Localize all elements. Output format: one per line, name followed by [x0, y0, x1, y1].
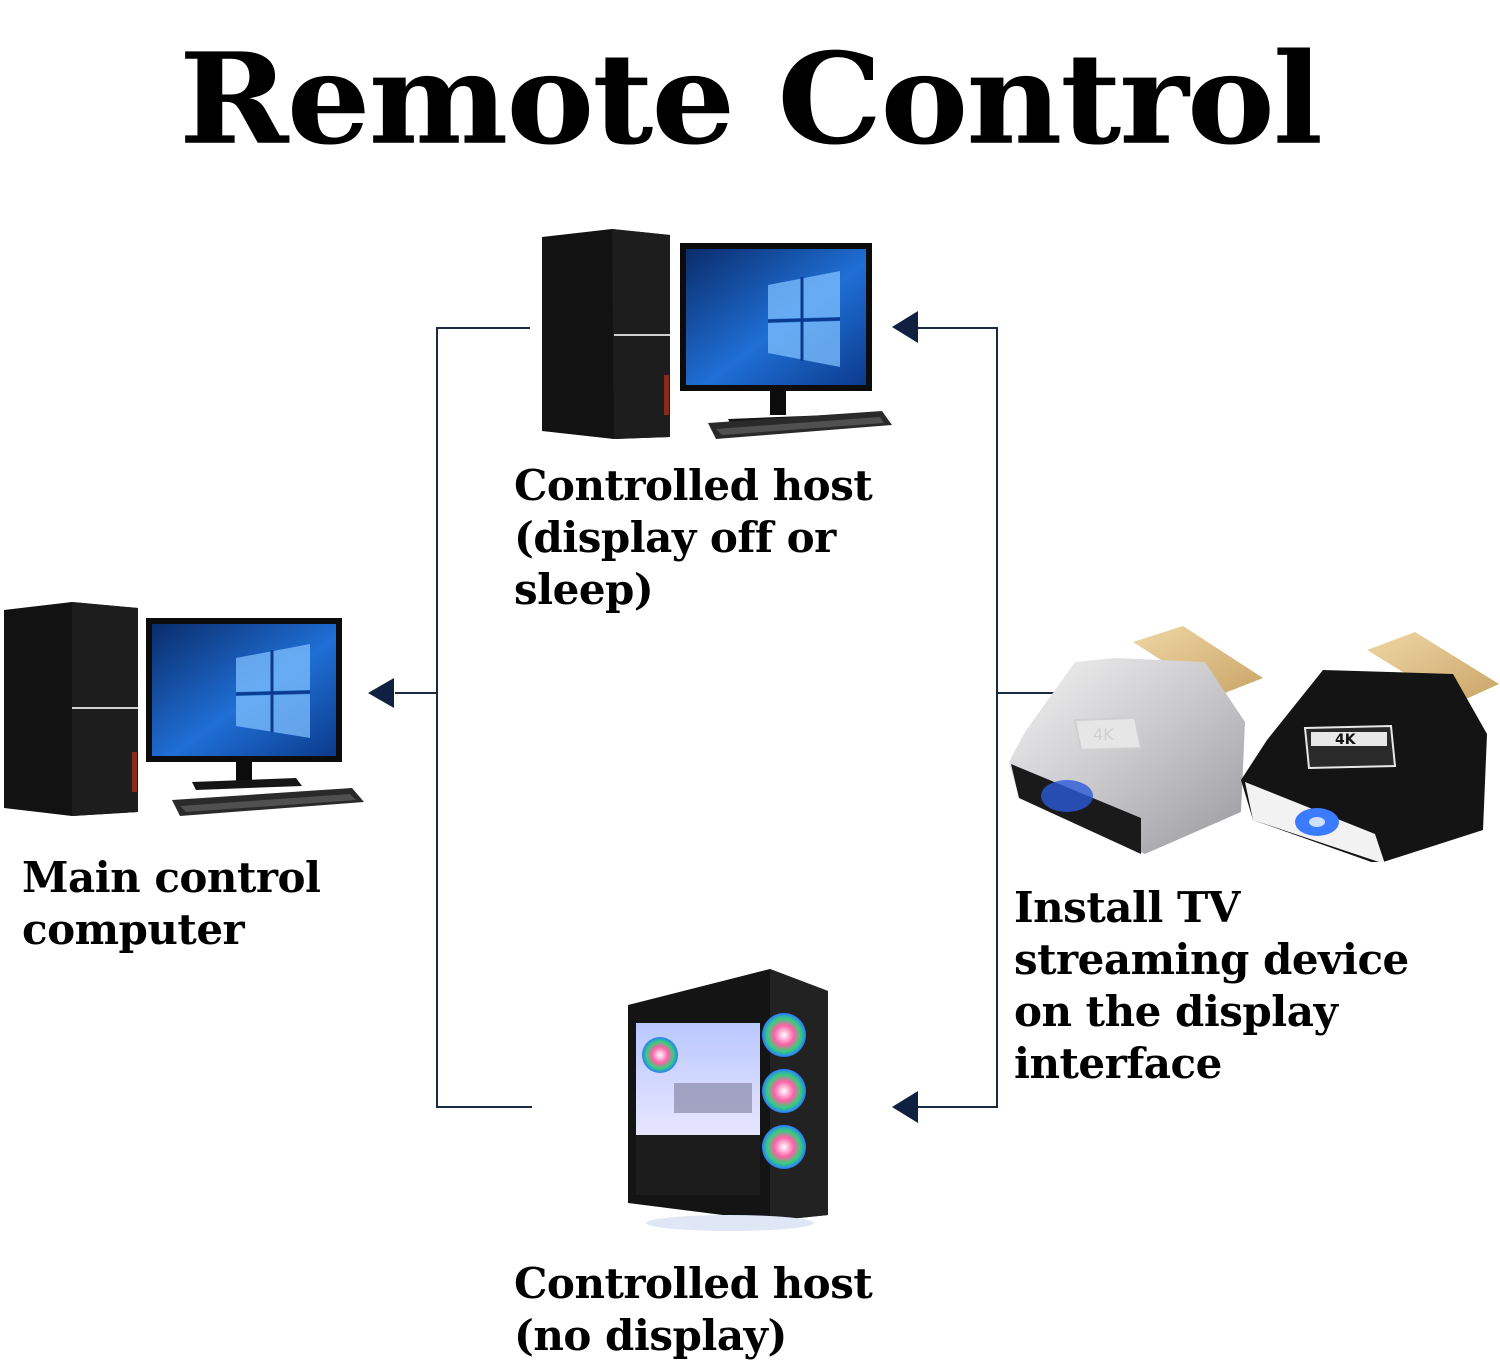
- label-line: on the display: [1014, 987, 1338, 1036]
- label-line: (display off or: [514, 513, 836, 562]
- hdmi-dummy-plugs-icon: 4K 4K: [1009, 626, 1499, 862]
- controlled-host-bottom-pc-icon: [628, 969, 828, 1231]
- install-label: Install TV streaming device on the displ…: [1014, 882, 1409, 1090]
- silver-hdmi-plug: 4K: [1009, 626, 1263, 854]
- controlled-host-bottom-label: Controlled host (no display): [514, 1258, 873, 1362]
- silver-badge-text: 4K: [1093, 725, 1114, 744]
- label-line: computer: [22, 905, 245, 954]
- arrow-to-main-computer: [368, 678, 394, 708]
- page-title: Remote Control: [178, 25, 1323, 174]
- main-control-label: Main control computer: [22, 852, 321, 956]
- label-line: interface: [1014, 1039, 1222, 1088]
- label-line: Controlled host: [514, 461, 873, 510]
- label-line: streaming device: [1014, 935, 1409, 984]
- arrow-to-controlled-host-top: [892, 311, 918, 343]
- controlled-host-top-pc-icon: [542, 229, 892, 439]
- label-line: Controlled host: [514, 1259, 873, 1308]
- left-connector: [436, 327, 532, 1108]
- black-badge-text: 4K: [1335, 732, 1357, 748]
- controlled-host-top-label: Controlled host (display off or sleep): [514, 460, 873, 616]
- arrow-to-controlled-host-bottom: [892, 1091, 918, 1123]
- label-line: sleep): [514, 565, 654, 614]
- label-line: Install TV: [1014, 883, 1240, 932]
- right-connector: [918, 327, 998, 1108]
- label-line: (no display): [514, 1311, 787, 1360]
- black-hdmi-plug: 4K: [1241, 632, 1499, 862]
- label-line: Main control: [22, 853, 321, 902]
- main-control-computer-icon: [4, 602, 364, 816]
